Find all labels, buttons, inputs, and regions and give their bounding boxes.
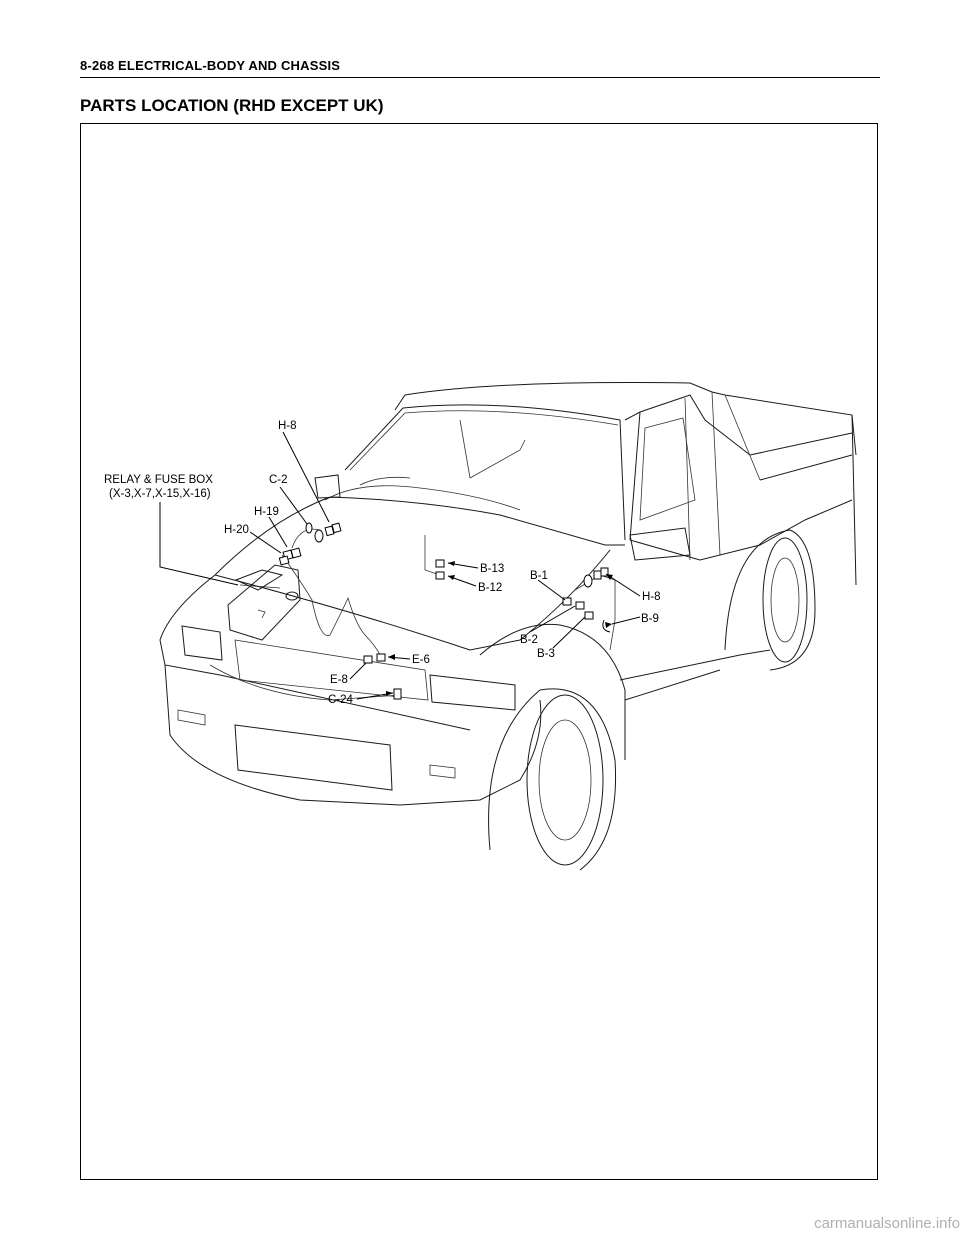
section-title: PARTS LOCATION (RHD EXCEPT UK) xyxy=(80,96,384,115)
label-c24: C-24 xyxy=(328,694,354,706)
figure-frame xyxy=(80,123,878,1180)
label-b9: B-9 xyxy=(641,613,659,625)
label-h20: H-20 xyxy=(224,524,249,536)
label-e6: E-6 xyxy=(412,654,430,666)
label-b3: B-3 xyxy=(537,648,555,660)
header-rule xyxy=(80,77,880,78)
label-b13: B-13 xyxy=(480,563,504,575)
label-relay-fuse-box-ids: (X-3,X-7,X-15,X-16) xyxy=(109,488,211,500)
label-b1: B-1 xyxy=(530,570,548,582)
watermark: carmanualsonline.info xyxy=(814,1215,960,1232)
label-b12: B-12 xyxy=(478,582,502,594)
label-relay-fuse-box: RELAY & FUSE BOX xyxy=(104,474,213,486)
label-h8-right: H-8 xyxy=(642,591,661,603)
label-c2: C-2 xyxy=(269,474,288,486)
label-h19: H-19 xyxy=(254,506,279,518)
label-b2: B-2 xyxy=(520,634,538,646)
truck-outline xyxy=(159,382,857,871)
callouts: RELAY & FUSE BOX (X-3,X-7,X-15,X-16) H-8… xyxy=(104,420,661,706)
connectors xyxy=(278,522,611,700)
page-header: 8-268 ELECTRICAL-BODY AND CHASSIS xyxy=(80,58,341,73)
leader-lines xyxy=(159,431,641,700)
label-h8-top: H-8 xyxy=(278,420,297,432)
arrowheads xyxy=(386,561,613,696)
label-e8: E-8 xyxy=(330,674,348,686)
